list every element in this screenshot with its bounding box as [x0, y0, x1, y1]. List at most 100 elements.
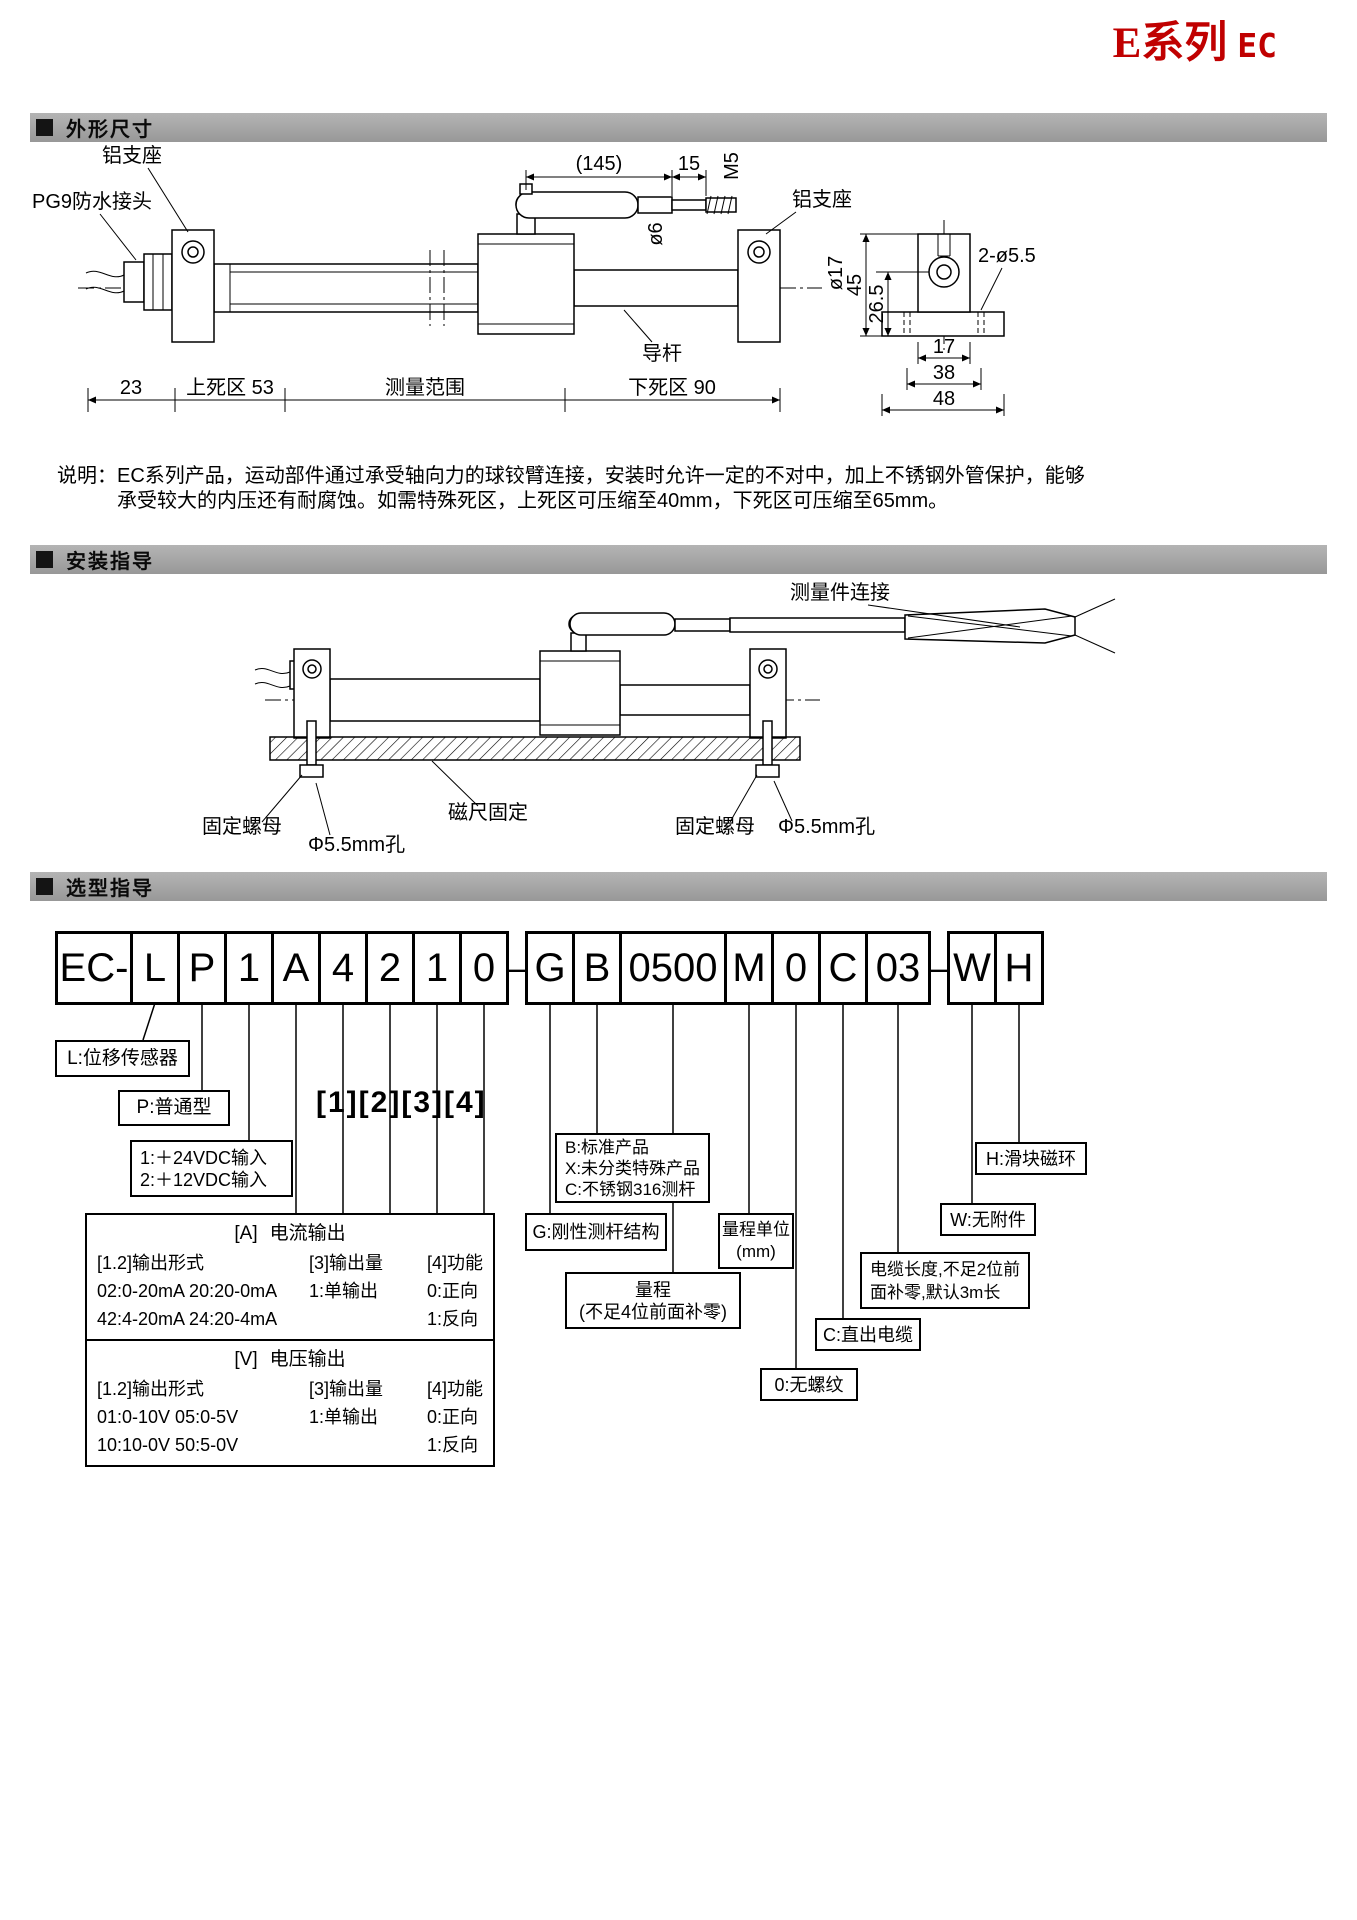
col-header: [1.2]输出形式: [97, 1253, 205, 1273]
label-measure-connection: 测量件连接: [790, 581, 890, 604]
note-label: 说明：: [57, 465, 117, 487]
col-header: [3]输出量: [309, 1253, 384, 1273]
section-title: 选型指导: [66, 878, 154, 900]
section-title: 安装指导: [66, 551, 154, 573]
table-cell: 1:反向: [427, 1309, 479, 1329]
callout-no-accessory: W:无附件: [940, 1203, 1036, 1236]
dimension-drawing: (145) 15 M5 ø6 铝支座 PG9防水接头 铝支座 导杆: [30, 142, 1330, 452]
callout-text: (mm): [736, 1242, 776, 1261]
callout-rigid-rod: G:刚性测杆结构: [525, 1213, 667, 1251]
model-code-cell: A: [271, 931, 321, 1005]
bracket-end-view: ø17 45 26.5 2-ø5.5 17 38 48: [825, 220, 1036, 416]
model-code-cell: 0: [459, 931, 509, 1005]
digit-brackets-label: [1][2][3][4]: [316, 1086, 487, 1119]
dim-45: 45: [844, 274, 866, 296]
callout-text: 量程: [635, 1279, 671, 1300]
dim-measuring-range: 测量范围: [385, 376, 465, 399]
model-code-cell: EC-: [55, 931, 133, 1005]
table-cell: 1:单输出: [309, 1407, 379, 1427]
section-tag: [A]: [234, 1223, 258, 1244]
callout-range-unit: 量程单位 (mm): [718, 1213, 794, 1269]
callout-cable-length: 电缆长度,不足2位前 面补零,默认3m长: [860, 1252, 1030, 1309]
table-cell-empty: [309, 1305, 427, 1333]
bottom-dimensions: 23 上死区 53 测量范围 下死区 90: [87, 376, 781, 412]
current-output-section: [A]电流输出 [1.2]输出形式 [3]输出量 [4]功能 02:0-20mA…: [87, 1215, 493, 1339]
description-note: 说明： EC系列产品，运动部件通过承受轴向力的球铰臂连接，安装时允许一定的不对中…: [57, 464, 1085, 514]
model-code-cell: 03: [865, 931, 931, 1005]
dim-d6: ø6: [645, 222, 667, 245]
callout-displacement-sensor: L:位移传感器: [55, 1040, 190, 1077]
section-title: 外形尺寸: [66, 119, 154, 141]
section-header-dimensions: 外形尺寸: [30, 113, 1327, 142]
output-options-table: [A]电流输出 [1.2]输出形式 [3]输出量 [4]功能 02:0-20mA…: [85, 1213, 495, 1467]
dim-lower-dead-zone: 下死区 90: [628, 377, 716, 399]
section-header-selection: 选型指导: [30, 872, 1327, 901]
callout-text: P:普通型: [136, 1097, 212, 1118]
label-fixing-nut-left: 固定螺母: [202, 815, 282, 838]
label-fixing-nut-right: 固定螺母: [675, 815, 755, 838]
installation-labels: 测量件连接 固定螺母 Φ5.5mm孔 磁尺固定 固定螺母 Φ5.5mm孔: [202, 581, 1021, 856]
callout-text: 0:无螺纹: [774, 1374, 844, 1395]
sensor-side-view: [78, 183, 822, 343]
callout-normal-type: P:普通型: [118, 1090, 230, 1126]
callout-no-thread: 0:无螺纹: [760, 1368, 858, 1401]
section-title-text: 电压输出: [269, 1349, 346, 1370]
top-dimensions: (145) 15 M5 ø6: [525, 152, 743, 246]
callout-text: W:无附件: [950, 1209, 1026, 1230]
installation-drawing: 测量件连接 固定螺母 Φ5.5mm孔 磁尺固定 固定螺母 Φ5.5mm孔: [30, 575, 1330, 870]
model-code-cell: C: [818, 931, 868, 1005]
callout-cable-exit: C:直出电缆: [815, 1318, 921, 1351]
dim-38: 38: [933, 362, 955, 384]
dim-m5: M5: [721, 152, 743, 180]
part-labels: 铝支座 PG9防水接头 铝支座 导杆: [32, 144, 852, 365]
model-code-cell: 1: [224, 931, 274, 1005]
voltage-output-title: [V]电压输出: [87, 1345, 493, 1375]
label-aluminum-bracket-right: 铝支座: [792, 188, 852, 211]
label-hole-right: Φ5.5mm孔: [778, 815, 875, 838]
model-code-cell: H: [994, 931, 1044, 1005]
dim-upper-dead-zone: 上死区 53: [186, 376, 274, 399]
dim-48: 48: [933, 388, 955, 410]
dim-145: (145): [576, 153, 623, 175]
section-header-installation: 安装指导: [30, 545, 1327, 574]
col-header: [4]功能: [427, 1379, 484, 1399]
label-pg9-connector: PG9防水接头: [32, 190, 152, 213]
callout-text: B:标准产品: [565, 1137, 650, 1157]
callout-text: H:滑块磁环: [986, 1148, 1076, 1169]
col-header: [4]功能: [427, 1253, 484, 1273]
model-code-cell: 2: [365, 931, 415, 1005]
callout-text: 电缆长度,不足2位前: [870, 1259, 1021, 1279]
table-cell-empty: [309, 1431, 427, 1459]
model-code-cell: M: [724, 931, 774, 1005]
model-code-cell: L: [130, 931, 180, 1005]
callout-text: C:直出电缆: [823, 1324, 913, 1345]
model-code-cell: G: [525, 931, 575, 1005]
dim-23: 23: [120, 377, 142, 399]
model-code-cell: 1: [412, 931, 462, 1005]
model-code-cell: W: [947, 931, 997, 1005]
section-title-text: 电流输出: [269, 1223, 346, 1244]
callout-text: 2:＋12VDC输入: [140, 1169, 268, 1190]
label-scale-fixing: 磁尺固定: [448, 801, 528, 824]
col-header: [1.2]输出形式: [97, 1379, 205, 1399]
callout-text: X:未分类特殊产品: [565, 1158, 701, 1178]
series-title: E系列: [1112, 20, 1228, 67]
section-square-marker: [36, 119, 53, 136]
label-guide-rod: 导杆: [642, 342, 682, 365]
section-square-marker: [36, 878, 53, 895]
note-line-1: EC系列产品，运动部件通过承受轴向力的球铰臂连接，安装时允许一定的不对中，加上不…: [117, 465, 1085, 487]
section-square-marker: [36, 551, 53, 568]
col-header: [3]输出量: [309, 1379, 384, 1399]
callout-text: G:刚性测杆结构: [532, 1222, 660, 1242]
dim-d17: ø17: [825, 256, 847, 290]
current-output-title: [A] 电流输出: [87, 1219, 493, 1249]
voltage-output-section: [V]电压输出 [1.2]输出形式 [3]输出量 [4]功能 01:0-10V …: [87, 1339, 493, 1465]
callout-text: L:位移传感器: [67, 1047, 178, 1069]
callout-text: 量程单位: [722, 1220, 790, 1239]
dim-17: 17: [933, 336, 955, 358]
mounted-sensor: [254, 598, 1116, 778]
table-cell: 0:正向: [427, 1407, 479, 1427]
label-aluminum-bracket-left: 铝支座: [102, 144, 162, 167]
